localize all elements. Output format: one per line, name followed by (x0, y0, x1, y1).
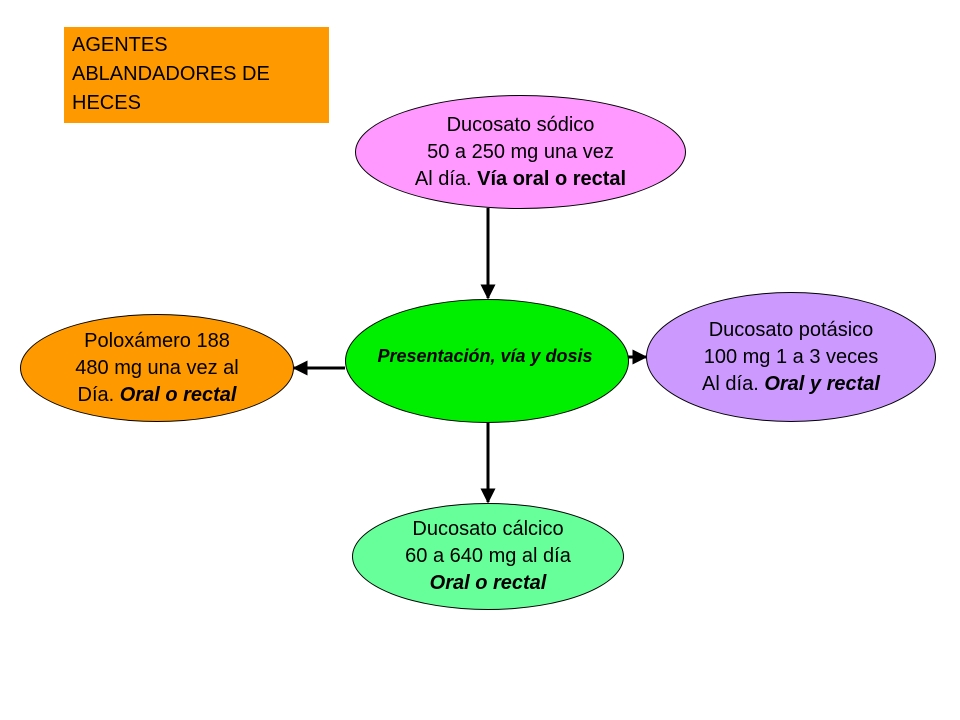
node-center (345, 299, 629, 423)
node-poloxamero-188: Poloxámero 188 480 mg una vez al Día. Or… (20, 314, 294, 422)
node-line-1: Ducosato cálcico (412, 518, 564, 540)
node-line-2: 60 a 640 mg al día (405, 545, 571, 567)
node-line-3: Al día. Oral y rectal (702, 372, 880, 395)
node-line-1: Ducosato potásico (708, 318, 874, 341)
title-line-3: HECES (72, 92, 141, 114)
node-line-1: Poloxámero 188 (84, 329, 230, 352)
node-line-2: 50 a 250 mg una vez (427, 140, 614, 163)
node-line-3: Oral o rectal (429, 572, 547, 594)
node-line-3: Al día. Vía oral o rectal (414, 167, 627, 190)
node-line-2: 480 mg una vez al (75, 356, 239, 379)
node-line-3: Día. Oral o rectal (77, 383, 237, 406)
node-line-2: 100 mg 1 a 3 veces (703, 345, 879, 368)
node-ducosato-potasico: Ducosato potásico 100 mg 1 a 3 veces Al … (646, 292, 936, 422)
title-line-1: AGENTES (72, 34, 168, 56)
title-line-2: ABLANDADORES DE (72, 63, 270, 85)
node-ducosato-calcico: Ducosato cálcico 60 a 640 mg al día Oral… (352, 503, 624, 610)
title-box: AGENTES ABLANDADORES DE HECES (64, 27, 329, 123)
node-ducosato-sodico: Ducosato sódico 50 a 250 mg una vez Al d… (355, 95, 686, 209)
node-line-1: Ducosato sódico (446, 113, 595, 136)
center-label: Presentación, vía y dosis (377, 346, 593, 366)
